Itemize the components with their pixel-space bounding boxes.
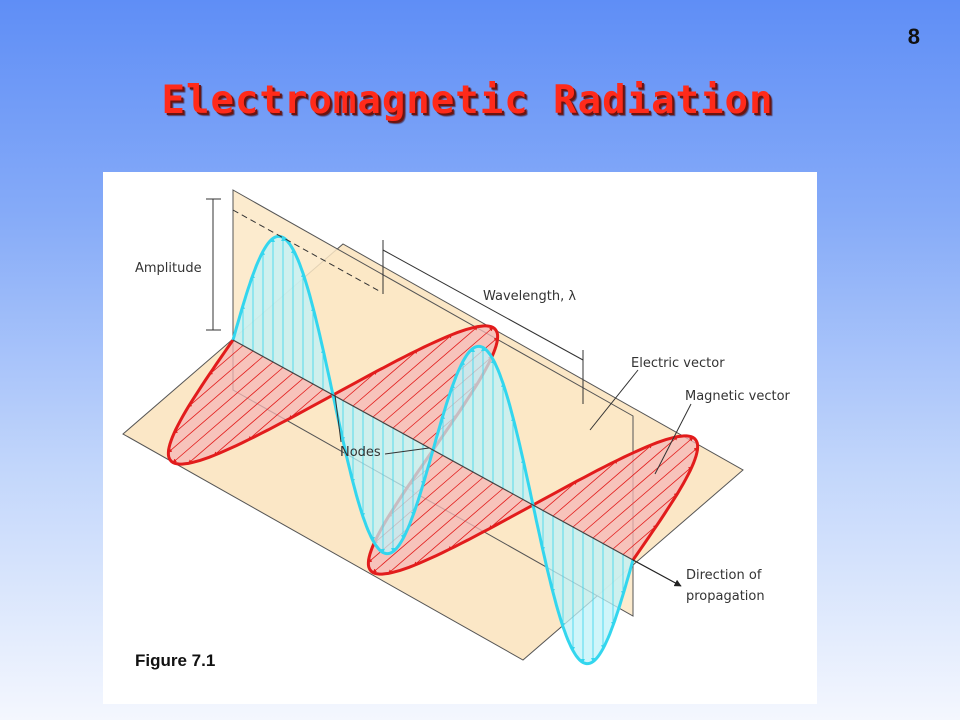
magnetic-wave-field-vector (413, 488, 504, 566)
direction-label-line2: propagation (686, 589, 765, 604)
magnetic-wave-field-vector (288, 389, 324, 420)
magnetic-wave-field-vector (213, 378, 304, 456)
magnetic-wave-field-vector (208, 345, 244, 376)
magnetic-wave-field-vector (372, 326, 478, 418)
magnetic-wave-field-vector (582, 437, 694, 533)
magnetic-wave-field-vector (488, 499, 524, 530)
slide-number: 8 (907, 24, 920, 49)
magnetic-wave-field-vector (572, 436, 678, 528)
slide-title: Electromagnetic Radiation (161, 78, 774, 123)
magnetic-wave-field-vector (552, 459, 618, 517)
magnetic-wave-field-vector (622, 524, 658, 555)
direction-label-line1: Direction of (686, 568, 762, 583)
magnetic-wave-field-vector (362, 334, 453, 412)
magnetic-wave-field-vector (382, 327, 494, 423)
magnetic-wave-field-vector (173, 356, 264, 434)
figure-panel: Amplitude Wavelength, λ Electric vector … (103, 172, 817, 704)
magnetic-wave-field-vector (188, 350, 254, 408)
magnetic-wave-field-vector (352, 349, 418, 407)
nodes-leader-right (384, 447, 430, 455)
wavelength-dimension (382, 249, 584, 361)
electric-vector-leader (589, 369, 639, 431)
nodes-leader-left (334, 394, 342, 443)
magnetic-wave-field-vector (592, 447, 698, 539)
magnetic-wave-field-vector (612, 492, 678, 550)
magnetic-vector-leader (654, 403, 692, 475)
electric-vector-label: Electric vector (631, 356, 725, 371)
magnetic-wave-field-vector (388, 482, 494, 574)
figure-caption: Figure 7.1 (135, 651, 215, 670)
wavelength-label: Wavelength, λ (483, 289, 576, 304)
propagation-axis (232, 339, 634, 561)
magnetic-wave-field-vector (562, 444, 653, 522)
magnetic-wave-field-vector (342, 370, 378, 401)
magnetic-wave-field-vector (542, 480, 578, 511)
magnetic-vector-label: Magnetic vector (685, 389, 791, 404)
amplitude-label: Amplitude (135, 261, 202, 276)
amplitude-guide (232, 209, 382, 293)
magnetic-wave-field-vector (248, 383, 314, 441)
nodes-label: Nodes (340, 445, 381, 460)
magnetic-wave-field-vector (188, 372, 294, 464)
magnetic-wave-field-vector (168, 361, 274, 453)
em-wave-diagram: Amplitude Wavelength, λ Electric vector … (122, 189, 791, 670)
magnetic-wave-field-vector (448, 493, 514, 551)
magnetic-wave-field-vector (372, 477, 484, 573)
magnetic-wave-field-vector (602, 466, 693, 544)
propagation-arrow (632, 559, 682, 587)
magnetic-wave-field-vector (172, 367, 284, 463)
magnetic-wave-fill (168, 325, 698, 575)
